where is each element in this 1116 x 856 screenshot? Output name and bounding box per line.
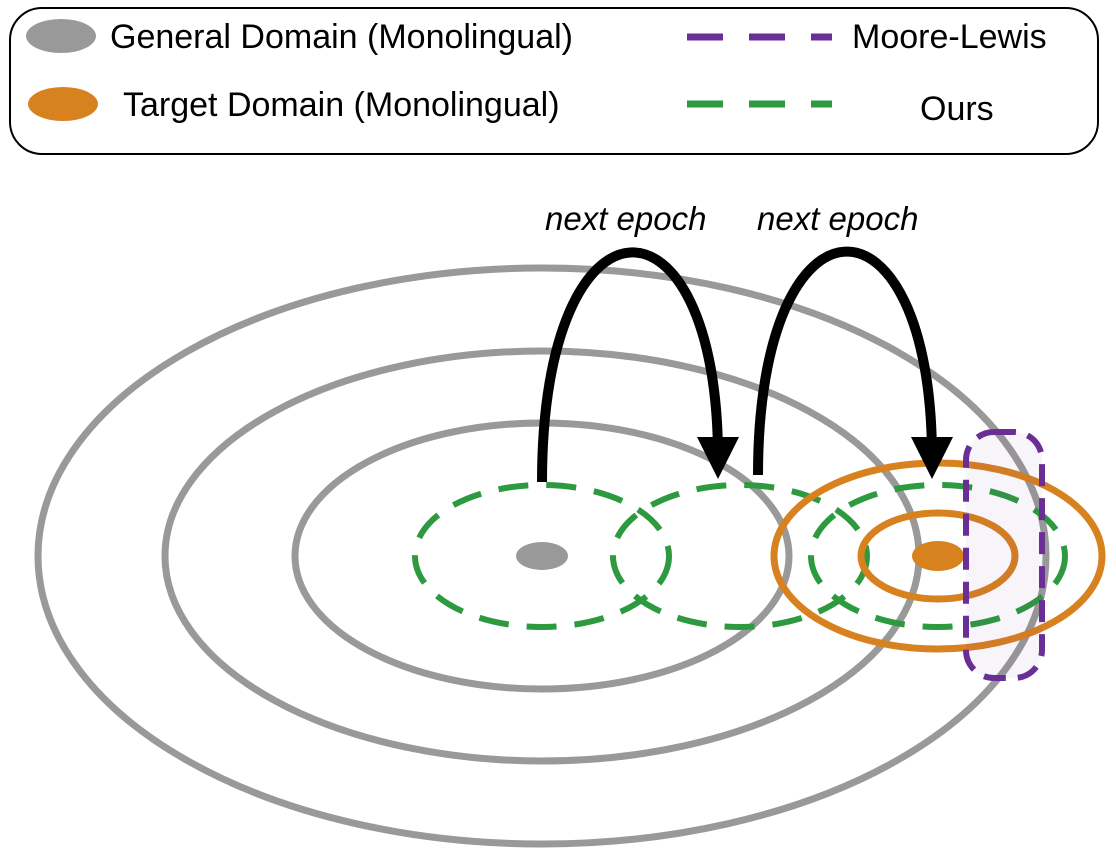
ours-selection-rings <box>412 482 1068 630</box>
legend-general-label: General Domain (Monolingual) <box>110 18 573 56</box>
arrow-label-2: next epoch <box>757 200 918 237</box>
next-epoch-arrow-1-icon <box>537 247 739 483</box>
legend: General Domain (Monolingual) Target Doma… <box>9 7 1099 155</box>
legend-border <box>9 7 1099 155</box>
ours-ring-epoch-3 <box>808 482 1068 630</box>
epoch-arrows <box>537 246 953 483</box>
moore-lewis-region <box>963 429 1045 681</box>
ours-ring-epoch-1 <box>412 482 672 630</box>
next-epoch-arrow-2-icon <box>753 246 953 479</box>
target-domain-center-icon <box>912 541 964 571</box>
general-domain-center-icon <box>516 542 568 570</box>
general-ring-outer <box>34 264 1050 848</box>
target-domain-swatch-icon <box>28 87 98 121</box>
legend-ours-label: Ours <box>920 90 994 128</box>
legend-moore-lewis-label: Moore-Lewis <box>852 18 1047 56</box>
arrow-label-1: next epoch <box>545 200 706 237</box>
general-domain-swatch-icon <box>26 19 96 53</box>
ours-ring-epoch-2 <box>610 482 870 630</box>
target-ring-inner <box>857 509 1019 603</box>
legend-target-label: Target Domain (Monolingual) <box>123 86 560 124</box>
